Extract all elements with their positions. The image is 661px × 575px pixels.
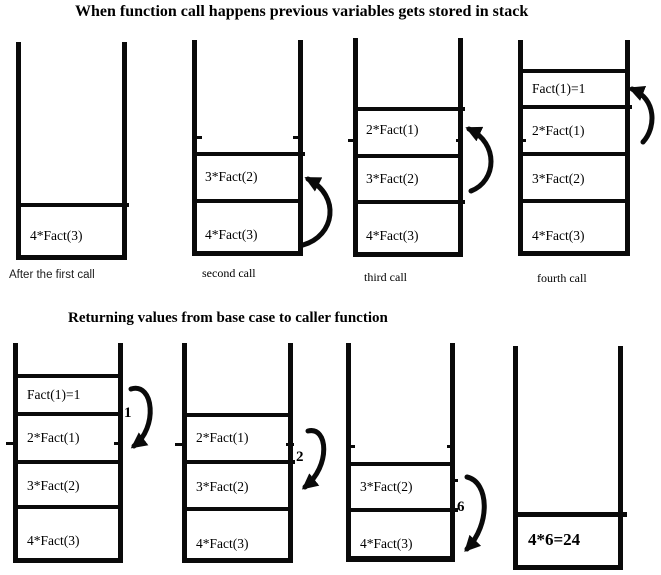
stack3-frame: 3*Fact(2) (366, 171, 419, 186)
stack7-tick-mid (452, 479, 458, 482)
stack1-wall-right (122, 42, 127, 260)
stack4-frame: Fact(1)=1 (532, 81, 586, 96)
stack7-tick-right (447, 445, 455, 448)
stack1-caption: After the first call (9, 269, 95, 281)
stack7-wall-right (450, 343, 455, 562)
push-arrow-fourth-call (628, 86, 655, 145)
stack5-bottom (13, 558, 123, 563)
stack2-wall-right (298, 40, 303, 256)
stack5-frame: Fact(1)=1 (27, 387, 81, 402)
stack4-frame: 3*Fact(2) (532, 171, 585, 186)
stack5-divider-4 (13, 505, 123, 509)
stack5-divider-1 (13, 374, 123, 378)
stack8-wall-left (513, 346, 518, 570)
stack6-tick-left (175, 443, 183, 446)
stack2-wall-left (192, 40, 197, 256)
bottom-section-title: Returning values from base case to calle… (68, 310, 388, 326)
stack7-frame: 4*Fact(3) (360, 536, 413, 551)
stack6-wall-left (182, 343, 187, 563)
stack3-divider-1 (353, 107, 465, 111)
stack5-wall-right (118, 343, 123, 563)
stack8-bottom (513, 565, 623, 570)
stack7-bottom (346, 556, 455, 562)
stack5-frame: 2*Fact(1) (27, 430, 80, 445)
stack5-tick-right (114, 442, 122, 445)
stack4-divider-3 (518, 152, 630, 156)
stack6-tick-right (286, 443, 294, 446)
stack4-wall-right (625, 40, 630, 256)
stack2-caption: second call (202, 266, 256, 280)
push-arrow-third-call (465, 126, 494, 194)
stack4-caption: fourth call (537, 271, 587, 285)
stack7-divider-1 (346, 462, 455, 466)
stack4-divider-4 (518, 199, 630, 203)
stack4-frame: 2*Fact(1) (532, 123, 585, 138)
stack1-divider (16, 203, 129, 207)
stack1-bottom (16, 255, 127, 260)
stack5-wall-left (13, 343, 18, 563)
stack2-divider-1 (192, 152, 305, 156)
stack2-bottom (192, 251, 303, 256)
stack6-frame: 3*Fact(2) (196, 479, 249, 494)
stack4-frame: 4*Fact(3) (532, 228, 585, 243)
stack3-divider-3 (353, 200, 465, 204)
stack2-tick-left (192, 136, 202, 139)
stack5-divider-3 (13, 460, 123, 464)
stack1-wall-left (16, 42, 21, 260)
stack6-divider-1 (182, 413, 293, 417)
stack3-bottom (353, 252, 463, 257)
stack6-divider-3 (182, 507, 293, 511)
stack3-frame: 4*Fact(3) (366, 228, 419, 243)
stack8-result: 4*6=24 (528, 530, 581, 549)
return-value-1: 1 (124, 405, 132, 421)
stack7-wall-left (346, 343, 351, 562)
stack4-bottom (518, 251, 630, 256)
return-arrow-1 (128, 385, 153, 449)
stack8-divider (513, 512, 627, 517)
stack5-frame: 4*Fact(3) (27, 533, 80, 548)
stack7-divider-2 (346, 508, 458, 512)
stack6-frame: 4*Fact(3) (196, 536, 249, 551)
return-value-2: 2 (296, 449, 304, 465)
stack5-divider-2 (13, 412, 123, 416)
push-arrow-second-call (300, 176, 333, 248)
stack3-wall-left (353, 38, 358, 257)
stack5-frame: 3*Fact(2) (27, 478, 80, 493)
stack4-divider-1 (518, 69, 630, 73)
stack3-tick-left (348, 139, 355, 142)
return-arrow-6 (464, 474, 487, 552)
stack6-divider-2 (182, 460, 295, 464)
stack3-caption: third call (364, 270, 407, 284)
stack7-frame: 3*Fact(2) (360, 479, 413, 494)
return-arrow-2 (301, 428, 327, 490)
stack2-frame: 4*Fact(3) (205, 227, 258, 242)
stack7-tick-left (347, 445, 355, 448)
stack6-frame: 2*Fact(1) (196, 430, 249, 445)
stack3-frame: 2*Fact(1) (366, 122, 419, 137)
stack8-wall-right (618, 346, 623, 570)
return-value-6: 6 (457, 499, 465, 515)
stack4-tick-left (519, 139, 526, 142)
stack2-tick-right (293, 136, 303, 139)
stack4-divider-2 (518, 105, 632, 109)
stack3-tick-right (456, 139, 463, 142)
stack2-divider-2 (192, 199, 303, 203)
stack1-frame: 4*Fact(3) (30, 228, 83, 243)
stack5-tick-left (6, 442, 14, 445)
stack3-wall-right (458, 38, 463, 257)
stack6-bottom (182, 558, 293, 563)
stack2-frame: 3*Fact(2) (205, 169, 258, 184)
stack6-wall-right (288, 343, 293, 563)
stack4-wall-left (518, 40, 523, 256)
stack3-divider-2 (353, 154, 463, 158)
top-section-title: When function call happens previous vari… (75, 3, 529, 20)
